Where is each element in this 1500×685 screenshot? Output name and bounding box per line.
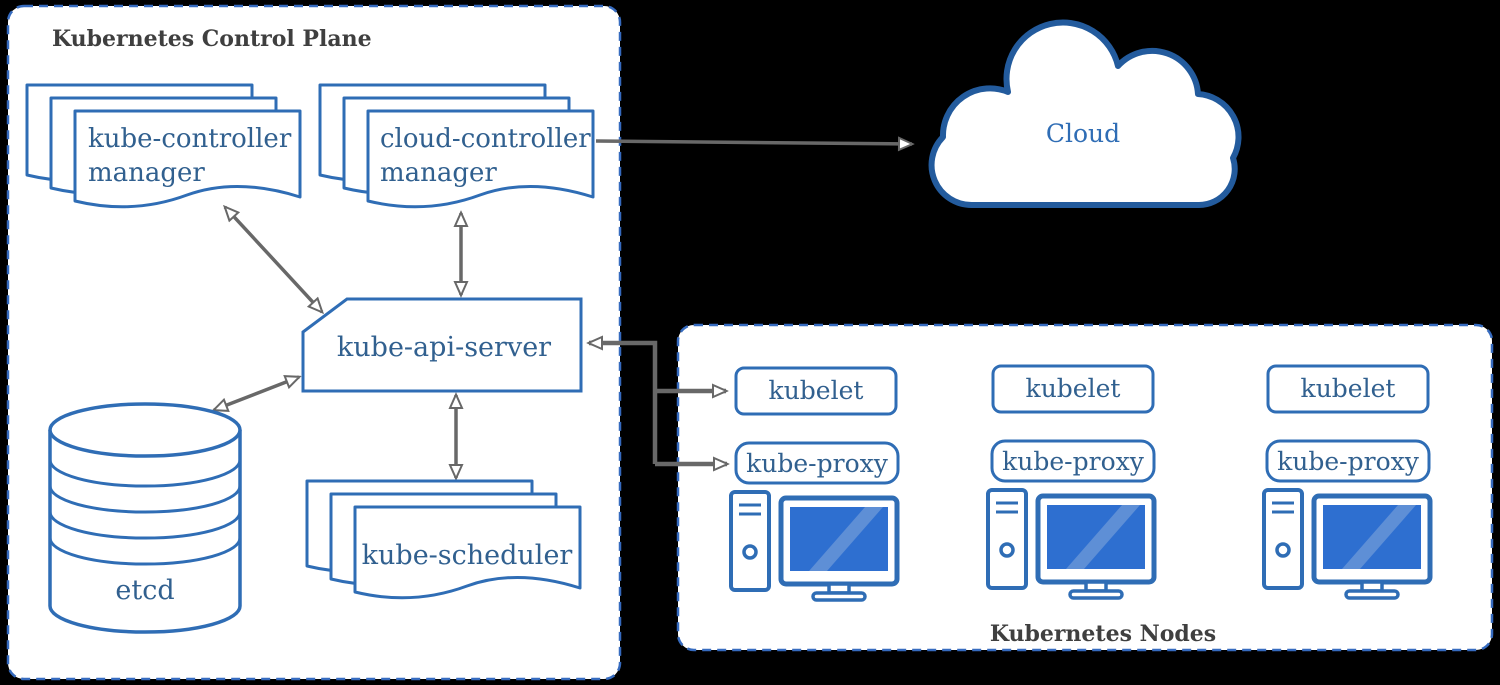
kube-proxy-label: kube-proxy (746, 449, 889, 478)
node-computer-icon (1264, 490, 1430, 598)
kube-scheduler-label: kube-scheduler (362, 540, 573, 571)
kube-proxy-label: kube-proxy (1002, 447, 1145, 476)
document-sheet (366, 109, 595, 209)
etcd-ring (48, 511, 242, 540)
kube-api-server: kube-api-server (301, 297, 583, 393)
control-plane-title: Kubernetes Control Plane (52, 26, 372, 52)
kube-controller-manager-label-line1: kube-controller (88, 124, 292, 154)
kube-api-server-label: kube-api-server (337, 332, 551, 363)
cloud-shape (928, 19, 1242, 209)
nodes-panel-title: Kubernetes Nodes (990, 621, 1216, 647)
kubelet-box (991, 364, 1155, 414)
cloud: Cloud (928, 19, 1242, 209)
etcd-ring (48, 537, 242, 566)
cloud-label: Cloud (1046, 119, 1120, 148)
kube-proxy-box (734, 441, 900, 485)
kube-api-server-shape (301, 297, 583, 393)
kube-proxy-label: kube-proxy (1277, 447, 1420, 476)
etcd-label: etcd (115, 575, 174, 606)
kube-controller-manager: kube-controller manager (25, 83, 302, 209)
kube-controller-manager-label-line2: manager (88, 158, 205, 188)
kubelet-label: kubelet (1026, 374, 1121, 403)
kube-proxy-box (1265, 439, 1431, 483)
arrow-ccm-cloud (595, 141, 912, 144)
kubelet-box (1266, 364, 1430, 414)
document-sheet (353, 505, 582, 600)
node-1: kubelet kube-proxy (731, 366, 900, 600)
cloud-controller-manager-label-line1: cloud-controller (380, 124, 591, 154)
cloud-controller-manager: cloud-controller manager (318, 83, 595, 209)
arrow-kcm-apiserver (225, 207, 322, 312)
node-2: kubelet kube-proxy (988, 364, 1156, 598)
etcd-ring (48, 459, 242, 488)
cloud-controller-manager-label-line2: manager (380, 158, 497, 188)
kubelet-box (734, 366, 898, 416)
kubelet-label: kubelet (769, 376, 864, 405)
kubelet-label: kubelet (1301, 374, 1396, 403)
etcd-ring (48, 485, 242, 514)
etcd-cylinder-top (48, 402, 242, 458)
etcd-cylinder-body (48, 430, 242, 634)
document-sheet (73, 109, 302, 209)
kube-proxy-box (990, 439, 1156, 483)
node-3: kubelet kube-proxy (1264, 364, 1431, 598)
arrow-etcd-apiserver (214, 377, 299, 410)
node-computer-icon (988, 490, 1154, 598)
node-computer-icon (731, 492, 897, 600)
connector-apiserver-nodes (589, 343, 658, 464)
kube-scheduler: kube-scheduler (305, 479, 582, 600)
etcd: etcd (48, 402, 242, 634)
